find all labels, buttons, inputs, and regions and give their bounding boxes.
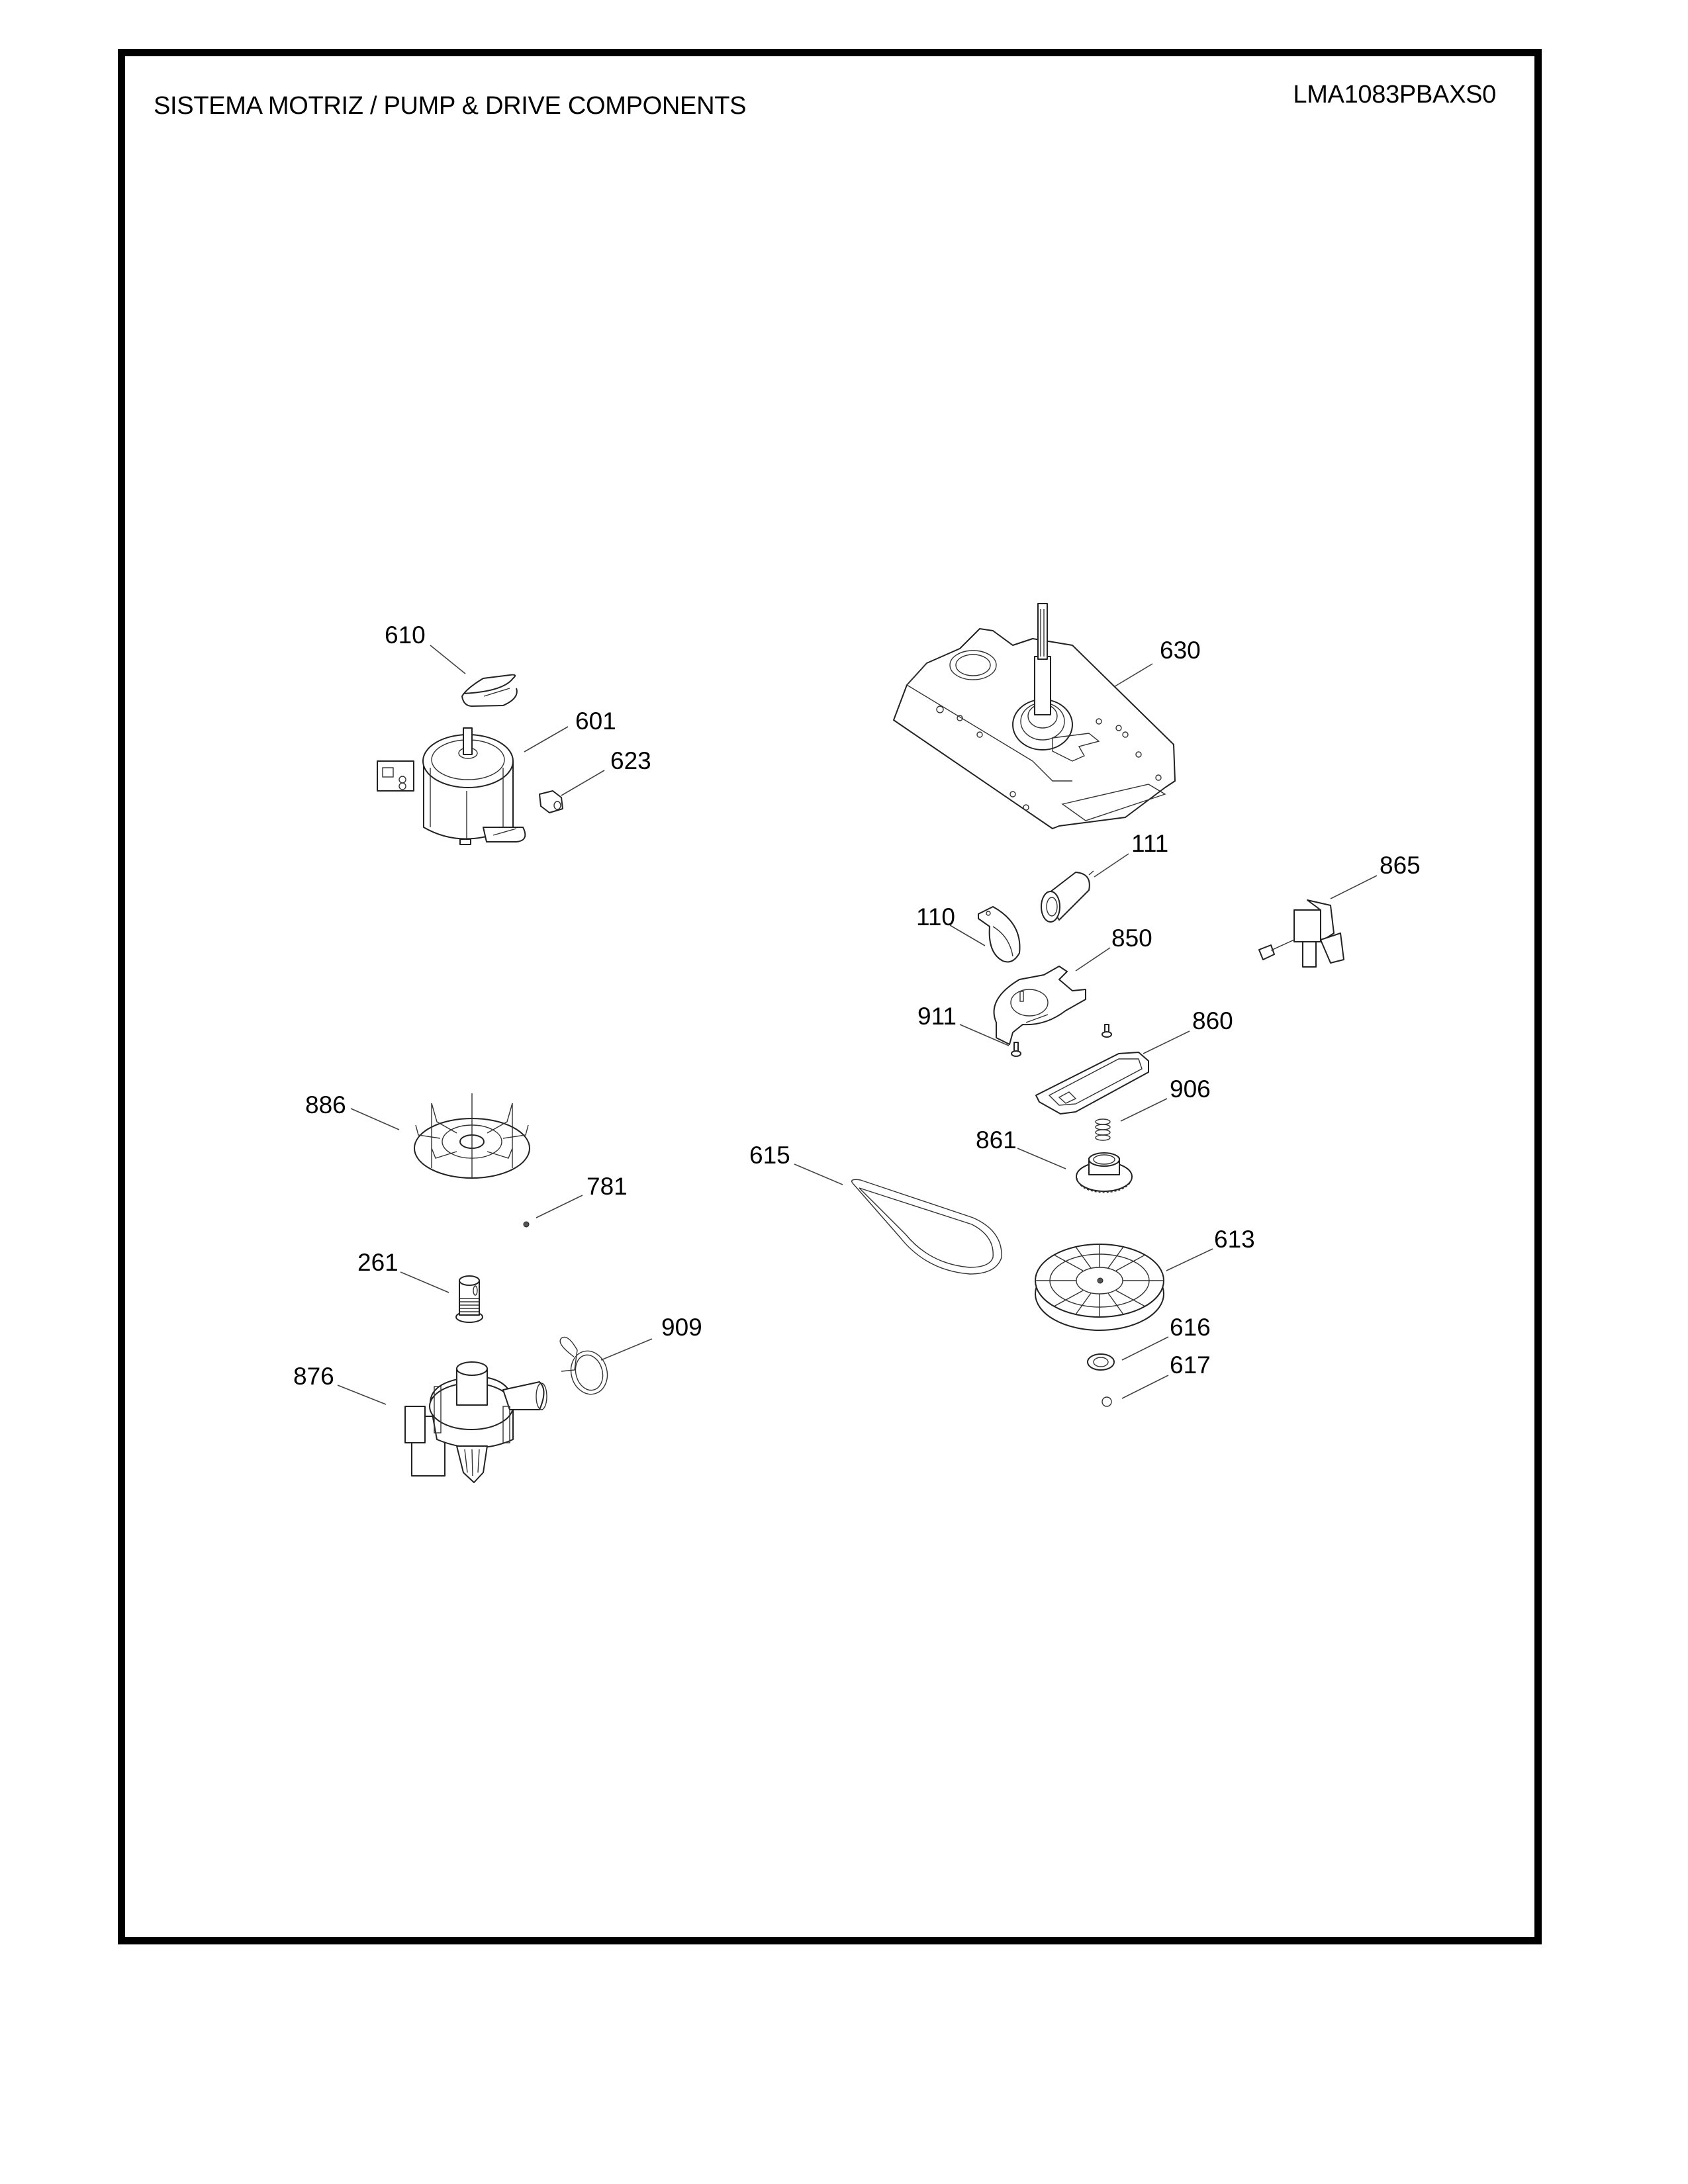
leader-860 — [1143, 1030, 1190, 1054]
callout-623: 623 — [610, 747, 651, 774]
leader-111 — [1094, 853, 1129, 878]
callout-630: 630 — [1160, 637, 1201, 664]
callout-850: 850 — [1111, 925, 1152, 952]
part-630-base-plate-icon — [893, 603, 1176, 829]
leader-610 — [430, 645, 466, 674]
part-111-capacitor-icon — [1041, 870, 1094, 923]
leader-617 — [1121, 1375, 1169, 1399]
leader-911 — [959, 1024, 1009, 1046]
callout-610: 610 — [385, 621, 426, 649]
callout-911: 911 — [917, 1003, 957, 1030]
part-876-pump-icon — [404, 1361, 547, 1483]
leader-601 — [524, 726, 569, 752]
callout-615: 615 — [749, 1142, 790, 1169]
callout-781: 781 — [586, 1173, 628, 1200]
part-886-fan-icon — [414, 1093, 530, 1179]
callout-616: 616 — [1170, 1314, 1211, 1341]
callout-861: 861 — [976, 1126, 1017, 1154]
part-261-plug-icon — [455, 1275, 483, 1323]
part-911-screw-icon — [1011, 1024, 1112, 1057]
part-865-solenoid-icon — [1258, 899, 1344, 968]
part-906-spring-icon — [1095, 1118, 1111, 1141]
part-615-belt-icon — [851, 1179, 1002, 1275]
leader-lines — [337, 645, 1378, 1405]
callout-906: 906 — [1170, 1075, 1211, 1103]
callout-865: 865 — [1380, 852, 1421, 879]
part-860-gasket-icon — [1035, 1052, 1149, 1115]
part-610-plate-icon — [461, 674, 518, 707]
part-861-gear-icon — [1076, 1152, 1133, 1193]
leader-906 — [1120, 1098, 1168, 1122]
page-border-frame — [118, 49, 1542, 1944]
part-623-connector-icon — [539, 790, 563, 813]
leader-613 — [1166, 1248, 1213, 1271]
model-number: LMA1083PBAXS0 — [1293, 81, 1496, 109]
callout-613: 613 — [1214, 1226, 1255, 1253]
leader-615 — [794, 1163, 843, 1185]
callout-110: 110 — [916, 903, 955, 931]
part-613-pulley-icon — [1035, 1244, 1164, 1331]
leader-861 — [1017, 1148, 1066, 1169]
leader-623 — [561, 770, 605, 796]
leader-261 — [400, 1271, 449, 1293]
part-850-bracket-icon — [993, 966, 1086, 1045]
leader-630 — [1112, 663, 1153, 688]
leader-909 — [600, 1338, 653, 1361]
leader-781 — [536, 1195, 583, 1218]
leader-850 — [1075, 947, 1111, 972]
leader-110 — [949, 925, 986, 946]
callout-617: 617 — [1170, 1351, 1211, 1379]
part-909-clamp-icon — [559, 1336, 608, 1395]
part-781-screw-icon — [523, 1221, 530, 1228]
callout-261: 261 — [357, 1249, 399, 1276]
callout-111: 111 — [1131, 830, 1169, 857]
callout-860: 860 — [1192, 1007, 1233, 1034]
pulley-spokes — [1035, 1244, 1164, 1317]
part-617-ring-icon — [1102, 1396, 1112, 1407]
part-110-strap-icon — [978, 906, 1021, 963]
leader-865 — [1330, 875, 1378, 899]
leader-886 — [350, 1108, 400, 1130]
part-616-washer-icon — [1087, 1353, 1115, 1371]
callout-909: 909 — [661, 1314, 702, 1341]
callout-886: 886 — [305, 1091, 346, 1118]
callout-876: 876 — [293, 1363, 334, 1390]
callout-601: 601 — [575, 707, 616, 735]
leader-876 — [337, 1385, 387, 1405]
leader-616 — [1121, 1336, 1169, 1361]
page-title: SISTEMA MOTRIZ / PUMP & DRIVE COMPONENTS — [154, 92, 747, 120]
part-601-motor-icon — [377, 727, 526, 845]
